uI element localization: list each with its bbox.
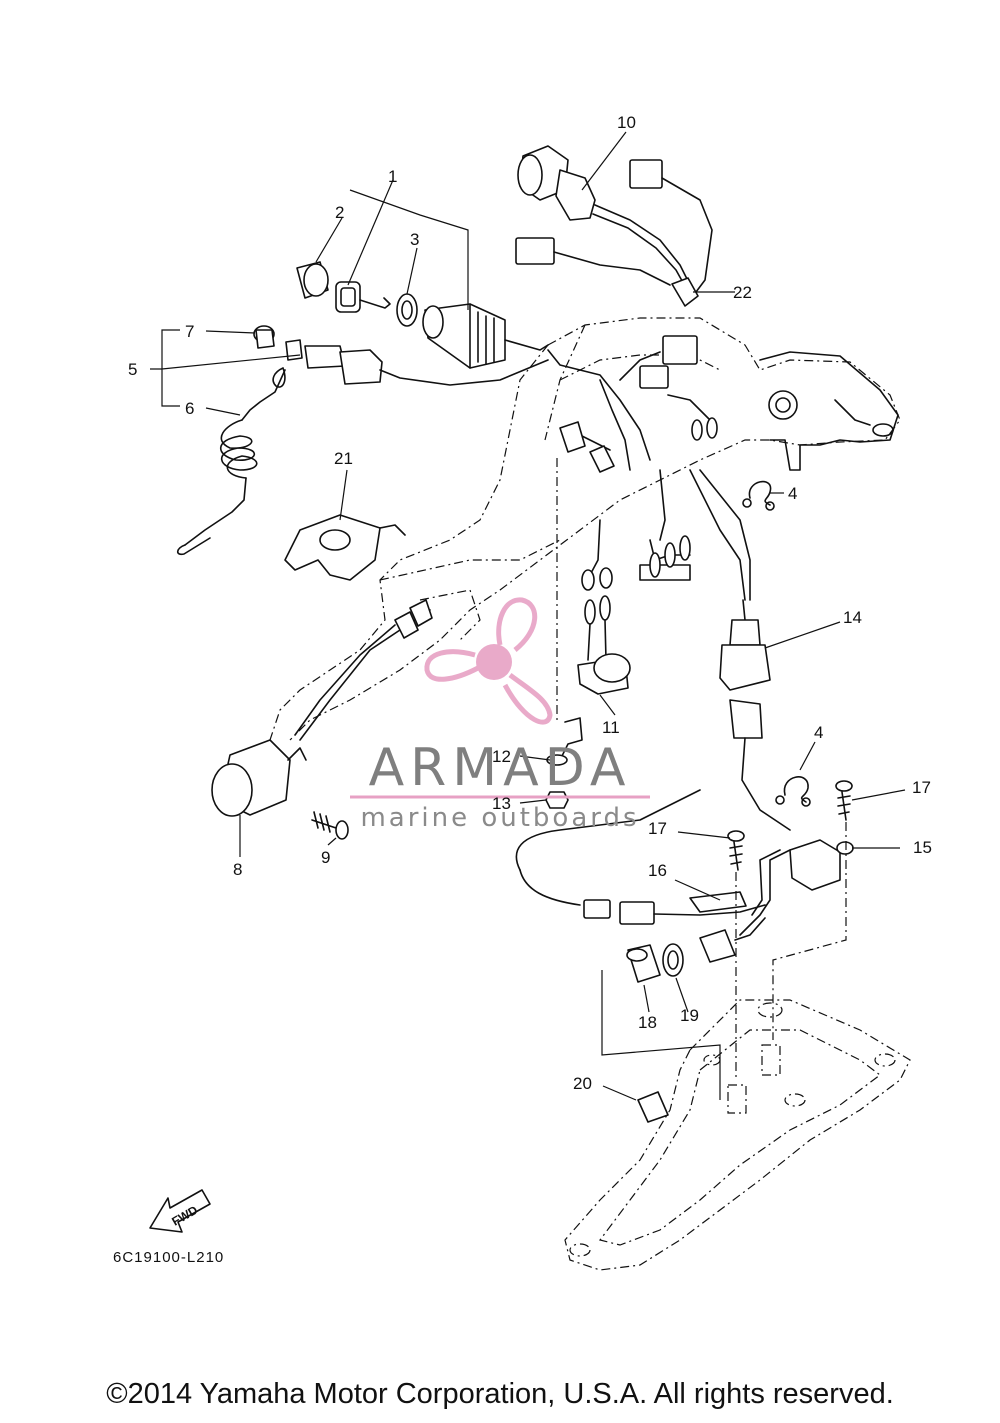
copyright-notice: ©2014 Yamaha Motor Corporation, U.S.A. A… [106,1378,894,1410]
plate-and-screws [689,780,853,1080]
callout-22: 22 [733,283,752,302]
pivot-bracket [759,351,899,471]
callout-13: 13 [492,794,511,813]
callout-6: 6 [185,399,194,418]
callout-16: 16 [648,861,667,880]
callout-3: 3 [410,230,419,249]
grommets [601,943,721,1100]
stop-switch-assembly [176,325,549,556]
diagram-code: 6C19100-L210 [113,1249,224,1266]
leader-lines [150,131,906,1101]
callout-8: 8 [233,860,242,879]
grip-wires [294,599,433,741]
callout-12: 12 [492,747,511,766]
neutral-switch [739,839,854,936]
wire-clamps [742,480,816,807]
callout-9: 9 [321,848,330,867]
callout-17-right: 17 [912,778,931,797]
buzzer [577,595,631,695]
grip-cap [211,739,349,840]
callout-17-left: 17 [648,819,667,838]
callout-7: 7 [185,322,194,341]
callout-numbers: 1 2 3 4 4 5 6 7 8 9 10 11 12 13 14 15 16… [128,113,932,1093]
wire-harness [515,145,751,601]
caution-label [637,1091,669,1123]
watermark-logo [424,597,553,725]
callout-2: 2 [335,203,344,222]
bottom-cable [515,789,766,963]
callout-18: 18 [638,1013,657,1032]
watermark-logo-hub [476,644,512,680]
watermark-logo-blade-left [424,649,480,682]
callout-21: 21 [334,449,353,468]
connector-14 [719,599,791,831]
callout-4-upper: 4 [788,484,797,503]
callout-11: 11 [602,718,620,737]
callout-20: 20 [573,1074,592,1093]
watermark-title: ARMADA [369,738,632,798]
callout-19: 19 [680,1006,699,1025]
callout-10: 10 [617,113,636,132]
tiller-handle-outline [269,317,901,741]
callout-14: 14 [843,608,862,627]
bottom-cover [564,999,911,1271]
callout-5: 5 [128,360,137,379]
cover-21 [284,514,406,581]
callout-1: 1 [388,167,397,186]
callout-15: 15 [913,838,932,857]
fwd-arrow-icon: FWD [149,1189,211,1233]
watermark-subtitle: marine outboards [360,803,639,833]
watermark-logo-blade-right [502,672,553,725]
watermark-logo-blade-top [496,597,538,652]
main-switch-assembly [296,261,549,369]
callout-4-lower: 4 [814,723,823,742]
